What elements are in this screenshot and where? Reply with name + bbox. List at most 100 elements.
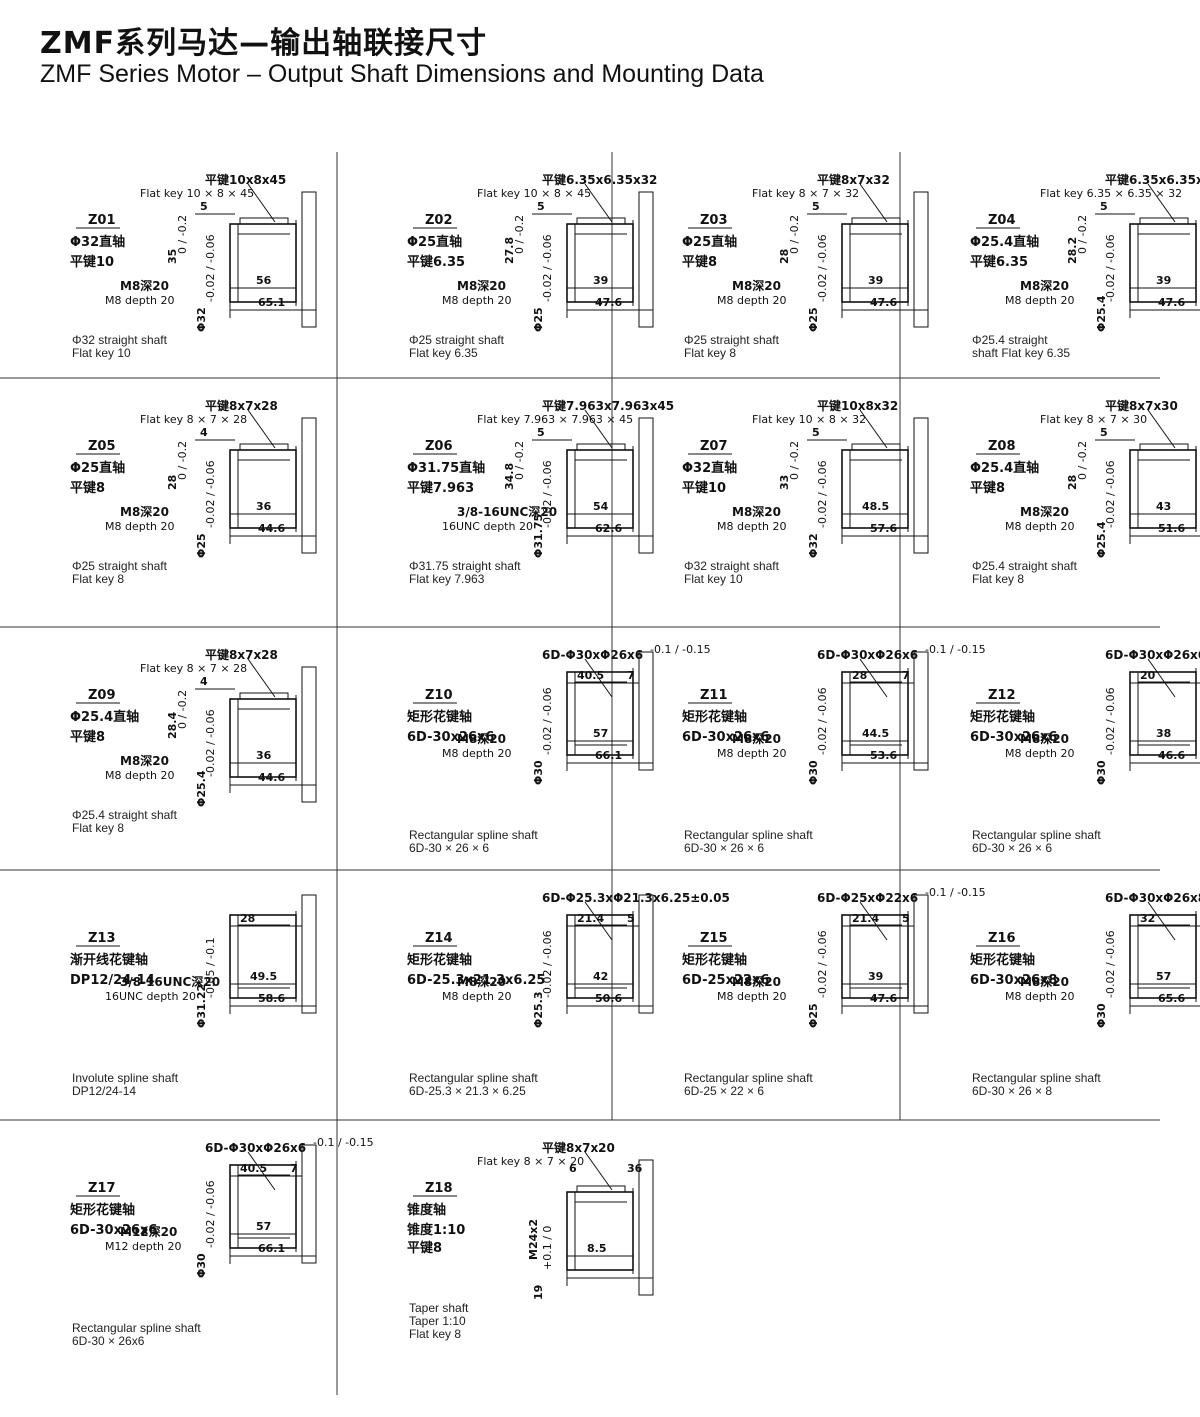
caption-line: Φ25 straight shaft <box>409 333 505 347</box>
shaft-id: Z12 <box>988 688 1016 703</box>
key-offset-dim: 5 <box>1100 200 1108 213</box>
shaft-body <box>1129 671 1197 756</box>
mounting-flange <box>301 894 317 1014</box>
bore-spec-cn: M8深20 <box>120 753 169 768</box>
shaft-type-cn: 矩形花键轴 <box>969 952 1035 968</box>
caption-line: Rectangular spline shaft <box>972 1071 1101 1085</box>
shaft-type-cn: 矩形花键轴 <box>681 709 747 725</box>
diameter-dim: Φ25.4 <box>195 770 208 807</box>
caption-line: Rectangular spline shaft <box>684 1071 813 1085</box>
bore-spec-cn: M8深20 <box>120 278 169 293</box>
callout-leader <box>1147 658 1176 698</box>
shaft-body <box>841 449 909 529</box>
diameter-tolerance: -0.02 / -0.06 <box>1104 234 1117 302</box>
height-dim: 33 <box>778 475 791 490</box>
callout-en: Flat key 8 × 7 × 28 <box>140 413 247 426</box>
outer-length-dim: 57.6 <box>870 522 897 535</box>
caption-line: Flat key 10 <box>684 572 743 586</box>
dim-b: 5 <box>902 912 910 925</box>
caption-line: Flat key 7.963 <box>409 572 485 586</box>
callout-tolerance: -0.1 / -0.15 <box>925 886 986 899</box>
bore-spec-en: M8 depth 20 <box>105 294 175 307</box>
dim-b: 5 <box>627 912 635 925</box>
callout-en: Flat key 8 × 7 × 32 <box>752 187 859 200</box>
flat-key <box>851 217 901 225</box>
caption-line: DP12/24-14 <box>72 1084 136 1098</box>
bore-spec-en: M8 depth 20 <box>105 520 175 533</box>
callout-en: Flat key 10 × 8 × 32 <box>752 413 866 426</box>
callout-leader <box>1147 409 1176 449</box>
mounting-flange <box>913 191 929 328</box>
shaft-body <box>229 914 297 999</box>
caption-line: Rectangular spline shaft <box>684 828 813 842</box>
dim-a: 21.4 <box>577 912 604 925</box>
diameter-dim: Φ25 <box>195 533 208 558</box>
height-dim: 28.4 <box>166 712 179 739</box>
caption-line: Flat key 8 <box>409 1327 461 1341</box>
bore-spec-en: 16UNC depth 20 <box>442 520 533 533</box>
diameter-dim: Φ25.4 <box>1095 295 1108 332</box>
shaft-body <box>566 671 634 756</box>
dim-a: 21.4 <box>852 912 879 925</box>
diameter-dim: Φ25.4 <box>1095 521 1108 558</box>
flat-key <box>576 217 626 225</box>
shaft-id: Z08 <box>988 439 1016 454</box>
shaft-type-cn: Φ25直轴 <box>682 234 737 250</box>
caption-line: Φ25.4 straight <box>972 333 1048 347</box>
outer-length-dim: 46.6 <box>1158 749 1185 762</box>
mounting-flange <box>301 417 317 554</box>
callout-tolerance: -0.1 / -0.15 <box>925 643 986 656</box>
mounting-flange <box>301 191 317 328</box>
flat-key <box>1139 443 1189 451</box>
caption-line: Flat key 10 <box>72 346 131 360</box>
outer-length-dim: 44.6 <box>258 771 285 784</box>
outer-length-dim: 47.6 <box>870 296 897 309</box>
shaft-key-cn: 平键8 <box>970 480 1005 496</box>
shaft-key-cn: 平键10 <box>682 480 726 496</box>
diameter-dim: Φ25 <box>807 1003 820 1028</box>
caption-line: 6D-30 × 26 × 6 <box>972 841 1052 855</box>
caption-line: 6D-30 × 26 × 8 <box>972 1084 1052 1098</box>
bore-spec-cn: M8深20 <box>732 278 781 293</box>
bore-spec-en: M8 depth 20 <box>442 990 512 1003</box>
shaft-type-cn: Φ25直轴 <box>70 460 125 476</box>
callout-cn: 平键10x8x32 <box>817 398 898 413</box>
diameter-tolerance: -0.02 / -0.06 <box>204 709 217 777</box>
caption-line: Rectangular spline shaft <box>72 1321 201 1335</box>
caption-line: 6D-25.3 × 21.3 × 6.25 <box>409 1084 526 1098</box>
shaft-key-cn: 6D-30x26x8 <box>970 973 1057 988</box>
shaft-id: Z09 <box>88 688 116 703</box>
height-dim: 34.8 <box>503 463 516 490</box>
height-tolerance: 0 / -0.2 <box>513 441 526 480</box>
diameter-dim: Φ30 <box>195 1253 208 1278</box>
callout-cn: 平键7.963x7.963x45 <box>542 398 674 413</box>
mounting-flange <box>913 894 929 1014</box>
callout-cn: 平键8x7x30 <box>1105 398 1178 413</box>
shaft-key-cn: 平键8 <box>682 254 717 270</box>
bore-spec-en: M8 depth 20 <box>442 747 512 760</box>
outer-length-dim: 53.6 <box>870 749 897 762</box>
key-offset-dim: 5 <box>537 426 545 439</box>
shaft-id: Z18 <box>425 1181 453 1196</box>
diameter-tolerance: -0.02 / -0.06 <box>1104 460 1117 528</box>
shaft-id: Z16 <box>988 931 1016 946</box>
caption-line: Φ32 straight shaft <box>684 559 780 573</box>
shaft-body <box>1129 914 1197 999</box>
inner-length-dim: 36 <box>256 749 272 762</box>
bore-spec-en: M8 depth 20 <box>717 294 787 307</box>
callout-cn: 平键10x8x45 <box>205 172 286 187</box>
shaft-key-cn: 6D-25.3x21.3x6.25 <box>407 973 545 988</box>
mounting-flange <box>301 666 317 803</box>
dim-a: 6 <box>569 1162 577 1175</box>
diameter-dim: Φ31.22 <box>195 984 208 1028</box>
inner-length-dim: 48.5 <box>862 500 889 513</box>
dim-a: 20 <box>1140 669 1156 682</box>
outer-length-dim: 65.1 <box>258 296 285 309</box>
height-dim: 28.2 <box>1066 237 1079 264</box>
